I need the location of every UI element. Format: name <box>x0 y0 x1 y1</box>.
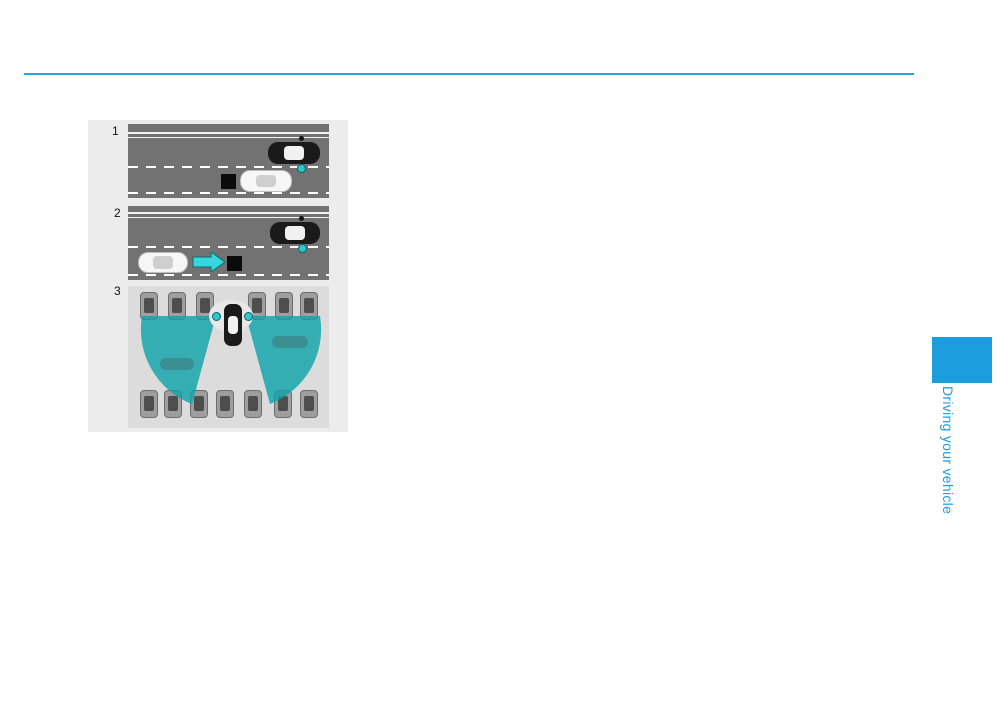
blind-spot-marker <box>221 174 236 189</box>
sensor-dot-right <box>244 312 253 321</box>
header-rule <box>24 73 914 75</box>
lane-edge-line <box>128 137 329 138</box>
parked-car <box>244 390 262 418</box>
parked-car <box>216 390 234 418</box>
crossing-vehicle-left <box>160 358 194 370</box>
panel-2-number: 2 <box>114 206 121 220</box>
lane-edge-line <box>128 212 329 214</box>
panel-1-number: 1 <box>112 124 119 138</box>
lane-edge-line <box>128 217 329 218</box>
panel-2-road <box>128 206 329 280</box>
panel-3-parking-lot <box>128 286 329 428</box>
sensor-marker <box>299 136 304 141</box>
panel-3-number: 3 <box>114 284 121 298</box>
lane-divider <box>128 192 329 194</box>
parked-car <box>168 292 186 320</box>
approaching-vehicle <box>138 252 188 273</box>
parked-car <box>275 292 293 320</box>
own-vehicle <box>268 142 320 164</box>
lane-edge-line <box>128 132 329 134</box>
parked-car <box>190 390 208 418</box>
sensor-dot-left <box>212 312 221 321</box>
panel-1-road <box>128 124 329 198</box>
sensor-marker <box>299 216 304 221</box>
lane-divider <box>128 274 329 276</box>
crossing-vehicle-right <box>272 336 308 348</box>
sensor-dot <box>297 164 306 173</box>
parked-car <box>140 390 158 418</box>
right-detection-zone <box>246 316 322 404</box>
blind-spot-marker <box>227 256 242 271</box>
chapter-label: Driving your vehicle <box>940 386 956 515</box>
lane-divider <box>128 246 329 248</box>
own-vehicle-reversing <box>224 304 242 346</box>
arrow-right-icon <box>192 252 226 272</box>
chapter-tab <box>932 337 992 383</box>
own-vehicle <box>270 222 320 244</box>
parked-car <box>300 390 318 418</box>
adjacent-vehicle <box>240 170 292 192</box>
sensor-dot <box>298 244 307 253</box>
lane-divider <box>128 166 329 168</box>
rear-cross-traffic-illustration: 1 2 3 <box>88 120 348 432</box>
